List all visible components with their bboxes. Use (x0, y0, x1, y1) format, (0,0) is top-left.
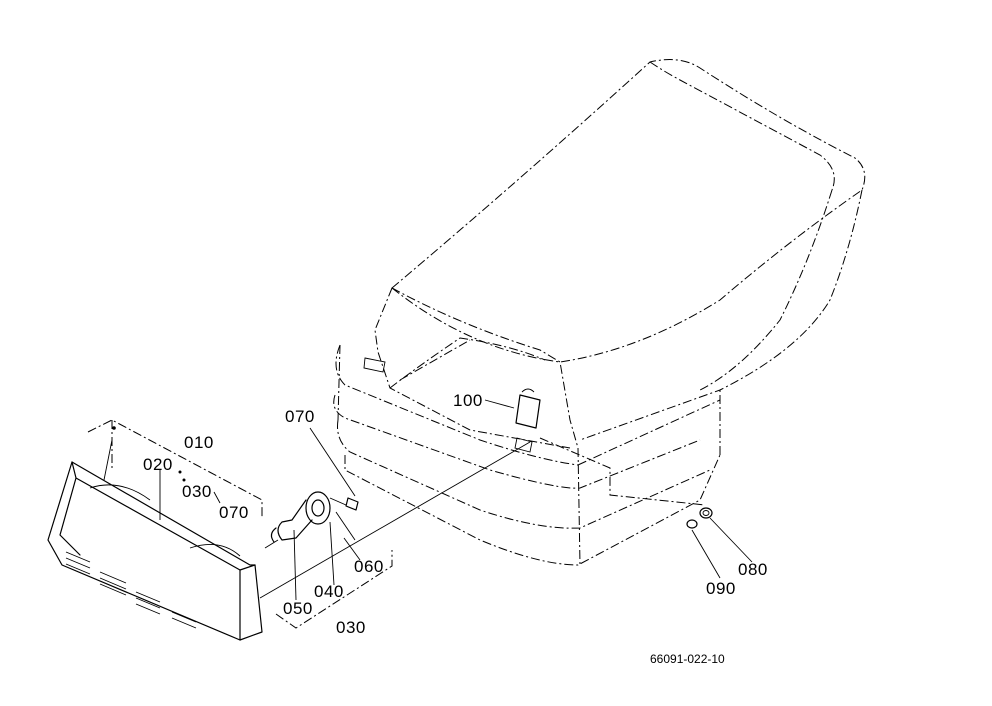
label-030-upper: 030 (182, 482, 212, 501)
label-070-top: 070 (285, 407, 315, 426)
fasteners (686, 507, 713, 529)
bracket-group-1 (87, 419, 263, 518)
label-010: 010 (184, 433, 214, 452)
headlight-assembly (270, 491, 359, 543)
label-070-left: 070 (219, 503, 249, 522)
label-080: 080 (738, 560, 768, 579)
label-040: 040 (314, 582, 344, 601)
drawing-code: 66091-022-10 (650, 652, 725, 666)
label-060: 060 (354, 557, 384, 576)
part-labels: 010 020 030 070 070 050 040 060 030 100 … (143, 391, 768, 666)
label-090: 090 (706, 579, 736, 598)
label-030-lower: 030 (336, 618, 366, 637)
label-050: 050 (283, 599, 313, 618)
label-100: 100 (453, 391, 483, 410)
label-020: 020 (143, 455, 173, 474)
front-grille (47, 461, 263, 641)
hood-assembly (333, 59, 866, 566)
part-100-latch (515, 394, 541, 429)
leader-lines (103, 399, 753, 629)
